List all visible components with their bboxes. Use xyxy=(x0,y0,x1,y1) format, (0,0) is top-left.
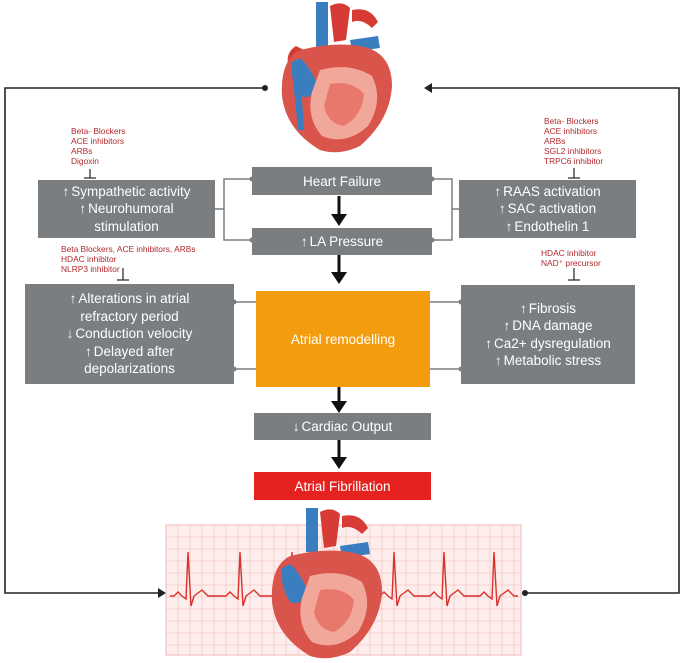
structural-line4: Metabolic stress xyxy=(495,352,602,370)
heart-illustration-bottom xyxy=(271,508,382,659)
drugs-right-mid: HDAC inhibitor NAD⁺ precursor xyxy=(541,248,601,268)
structural-line3: Ca2+ dysregulation xyxy=(485,335,611,353)
raas-line1: RAAS activation xyxy=(494,183,601,201)
sympathetic-line1: Sympathetic activity xyxy=(62,183,190,201)
feedback-loop-right xyxy=(432,87,680,594)
atrial-fibrillation-box: Atrial Fibrillation xyxy=(254,472,431,500)
cardiac-output-box: Cardiac Output xyxy=(254,413,431,440)
top-side-connectors xyxy=(215,178,459,241)
drug-item: Beta- Blockers xyxy=(71,126,126,136)
drugs-left-mid: Beta Blockers, ACE inhibitors, ARBs HDAC… xyxy=(61,244,196,274)
heart-failure-label: Heart Failure xyxy=(302,173,382,189)
drug-item: ARBs xyxy=(544,136,566,146)
structural-line2: DNA damage xyxy=(503,317,592,335)
drug-item: ARBs xyxy=(71,146,93,156)
sympathetic-line2: Neurohumoral xyxy=(79,200,174,218)
cardiac-output-label: Cardiac Output xyxy=(293,418,392,435)
drug-item: TRPC6 inhibitor xyxy=(544,156,604,166)
structural-remodelling-box: Fibrosis DNA damage Ca2+ dysregulation M… xyxy=(461,285,635,384)
drug-item: ACE inhibitors xyxy=(544,126,598,136)
raas-box: RAAS activation SAC activation Endotheli… xyxy=(459,180,636,238)
drug-item: ACE inhibitors xyxy=(71,136,125,146)
electrical-line4: Delayed after xyxy=(85,343,174,361)
inhibition-bars xyxy=(84,168,580,281)
heart-illustration-top xyxy=(281,2,392,153)
drug-item: Beta Blockers, ACE inhibitors, ARBs xyxy=(61,244,196,254)
sympathetic-line3: stimulation xyxy=(94,218,159,234)
drug-item: HDAC inhibitor xyxy=(61,254,117,264)
loop-dot-right-bottom xyxy=(522,590,528,596)
sympathetic-box: Sympathetic activity Neurohumoral stimul… xyxy=(38,180,215,238)
drug-item: Beta- Blockers xyxy=(544,116,599,126)
drugs-right-top: Beta- Blockers ACE inhibitors ARBs SGL2 … xyxy=(544,116,603,166)
feedback-loop-left xyxy=(4,87,265,594)
atrial-remodelling-box: Atrial remodelling xyxy=(256,291,430,387)
la-pressure-box: LA Pressure xyxy=(252,228,432,255)
loop-arrow-left-bottom xyxy=(158,588,166,598)
drug-item: NLRP3 inhibitor xyxy=(61,264,120,274)
drug-item: NAD⁺ precursor xyxy=(541,258,601,268)
structural-line1: Fibrosis xyxy=(520,300,576,318)
drugs-left-top: Beta- Blockers ACE inhibitors ARBs Digox… xyxy=(71,126,125,166)
raas-line2: SAC activation xyxy=(499,200,597,218)
drug-item: HDAC inhibitor xyxy=(541,248,597,258)
atrial-remodelling-label: Atrial remodelling xyxy=(290,331,396,347)
drug-item: SGL2 inhibitors xyxy=(544,146,602,156)
electrical-line5: depolarizations xyxy=(84,361,175,377)
drug-item: Digoxin xyxy=(71,156,99,166)
electrical-line2: refractory period xyxy=(80,308,179,324)
electrical-line3: Conduction velocity xyxy=(67,325,192,343)
loop-arrow-right-top xyxy=(424,83,432,93)
raas-line3: Endothelin 1 xyxy=(506,218,589,236)
la-pressure-label: LA Pressure xyxy=(301,233,384,250)
heart-failure-box: Heart Failure xyxy=(252,167,432,195)
mid-side-connectors xyxy=(234,301,461,370)
atrial-fibrillation-label: Atrial Fibrillation xyxy=(294,478,391,494)
electrical-line1: Alterations in atrial xyxy=(70,290,189,308)
loop-dot-left-top xyxy=(262,85,268,91)
electrical-remodelling-box: Alterations in atrial refractory period … xyxy=(25,284,234,384)
central-arrow-heads xyxy=(331,214,347,469)
